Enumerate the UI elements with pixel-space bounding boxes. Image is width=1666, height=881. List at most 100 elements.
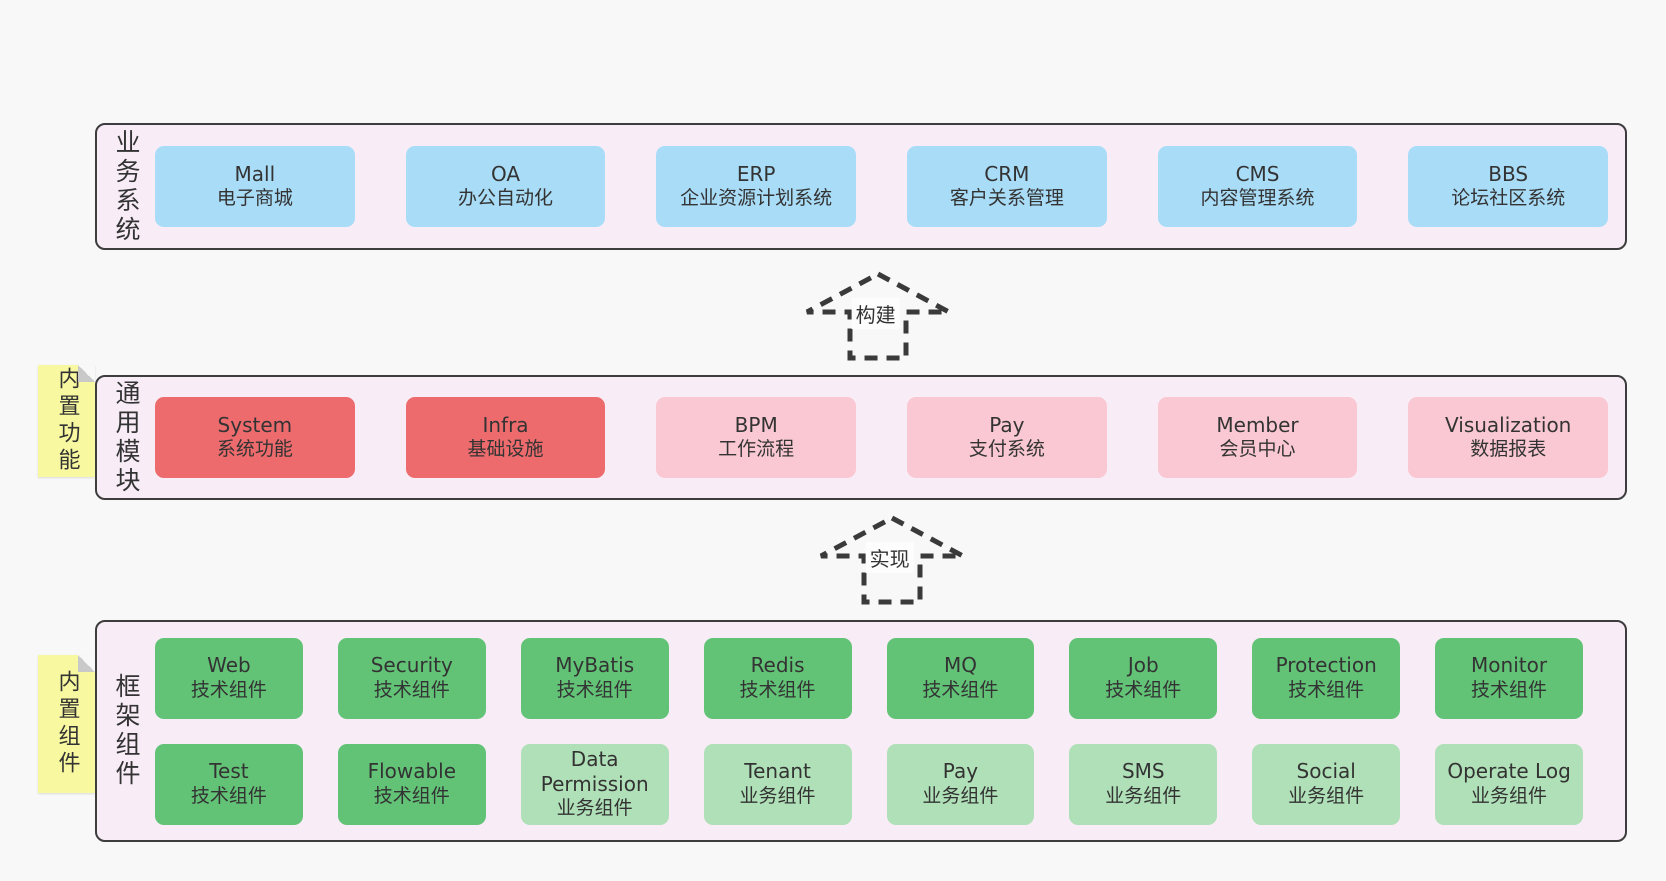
module-subtitle: 企业资源计划系统 [680,187,833,210]
arrow-implement-label: 实现 [865,542,914,574]
module-title: Infra [482,412,529,437]
module-title: BPM [734,412,778,437]
module-title: Job [1127,653,1159,678]
band-title-common-modules: 通用模块 [97,377,155,498]
module-subtitle: 业务组件 [1288,784,1365,807]
module-subtitle: 技术组件 [373,784,450,807]
module-title: Security [370,653,453,678]
band-title-text: 框架组件 [112,673,141,789]
module-title: Operate Log [1447,759,1571,784]
module-title: OA [490,161,521,186]
band-title-framework-components: 框架组件 [97,622,155,840]
arrow-build-label: 构建 [851,298,900,330]
module-subtitle: 技术组件 [739,678,816,701]
folded-corner-icon [78,655,95,672]
module-title: CMS [1235,161,1280,186]
module-title: Pay [942,759,979,784]
module-title: BBS [1488,161,1529,186]
module-title: CRM [984,161,1030,186]
module-subtitle: 技术组件 [190,784,267,807]
sticky-note-builtin-components: 内置组件 [38,655,95,793]
module-subtitle: 论坛社区系统 [1451,187,1566,210]
sticky-note-builtin-features: 内置功能 [38,365,95,477]
module-title: ERP [736,161,776,186]
module-title: MQ [943,653,977,678]
module-title: SMS [1121,759,1165,784]
module-subtitle: 业务组件 [556,797,633,820]
module-title: Visualization [1445,412,1572,437]
module-subtitle: 业务组件 [922,784,999,807]
module-subtitle: 客户关系管理 [949,187,1064,210]
module-subtitle: 技术组件 [190,678,267,701]
module-subtitle: 基础设施 [467,438,544,461]
module-title: Social [1296,759,1356,784]
module-subtitle: 数据报表 [1470,438,1547,461]
sticky-note-text: 内置组件 [54,670,80,778]
module-title: Redis [750,653,805,678]
module-title: System [217,412,293,437]
module-subtitle: 技术组件 [1105,678,1182,701]
module-title: Flowable [367,759,457,784]
module-title: Member [1216,412,1299,437]
module-subtitle: 会员中心 [1219,438,1296,461]
module-subtitle: 工作流程 [718,438,795,461]
module-title: Data Permission [540,746,649,797]
module-subtitle: 业务组件 [1105,784,1182,807]
module-subtitle: 技术组件 [556,678,633,701]
module-title: Test [209,759,249,784]
band-title-business-systems: 业务系统 [97,125,155,248]
module-title: Monitor [1471,653,1548,678]
band-title-text: 业务系统 [112,128,141,245]
arrow-build: 构建 [803,270,953,362]
module-subtitle: 内容管理系统 [1200,187,1315,210]
band-title-text: 通用模块 [112,379,141,496]
module-title: Pay [989,412,1025,437]
module-title: Tenant [744,759,811,784]
module-subtitle: 技术组件 [922,678,999,701]
module-subtitle: 技术组件 [1288,678,1365,701]
module-title: Protection [1275,653,1377,678]
arrow-implement: 实现 [817,514,967,606]
module-subtitle: 技术组件 [373,678,450,701]
module-subtitle: 系统功能 [216,438,293,461]
module-subtitle: 电子商城 [216,187,293,210]
folded-corner-icon [78,365,95,382]
module-subtitle: 技术组件 [1471,678,1548,701]
module-subtitle: 办公自动化 [458,187,554,210]
module-subtitle: 支付系统 [968,438,1045,461]
